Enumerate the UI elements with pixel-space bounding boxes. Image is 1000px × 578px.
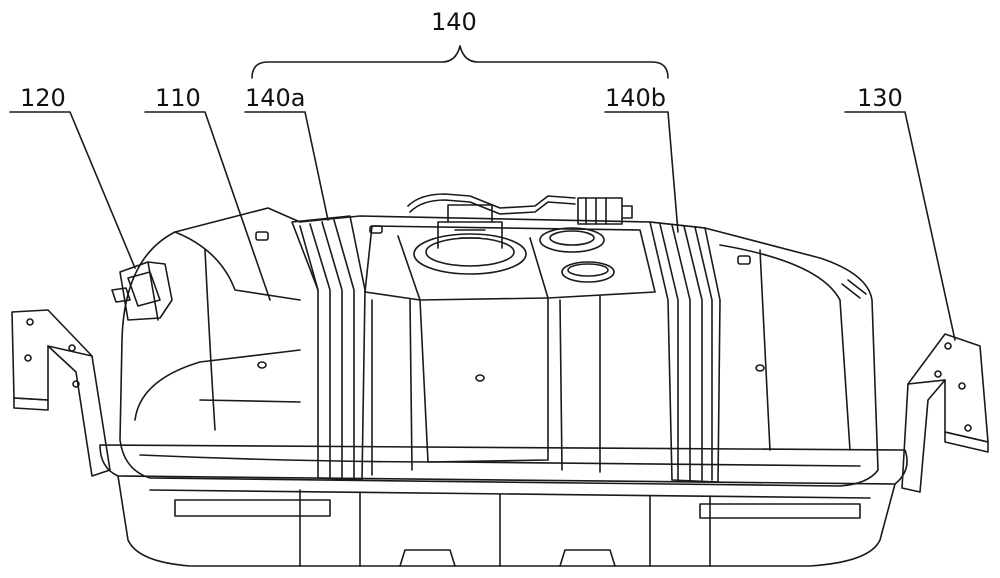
leader-line-140b [604,111,679,233]
label-120: 120 [20,84,66,112]
fuel-line [407,193,576,209]
band-140b [649,221,721,483]
leader-line-140a [244,111,329,221]
label-140: 140 [431,8,477,36]
lower-tray [99,444,908,567]
sender-unit [539,227,605,253]
central-panel [364,225,656,463]
label-130: 130 [857,84,903,112]
group-bracket [251,45,669,79]
label-140b: 140b [605,84,667,112]
left-mounting-bracket [11,309,111,477]
label-140a: 140a [245,84,306,112]
tank-body [119,207,879,487]
leader-line-120 [9,111,136,269]
leader-line-110 [144,111,271,301]
right-mounting-bracket [901,333,989,493]
leader-line-130 [844,111,956,341]
electrical-connector [577,197,623,225]
fuel-pump-flange [413,233,527,275]
label-110: 110 [155,84,201,112]
filler-cap [561,261,615,283]
